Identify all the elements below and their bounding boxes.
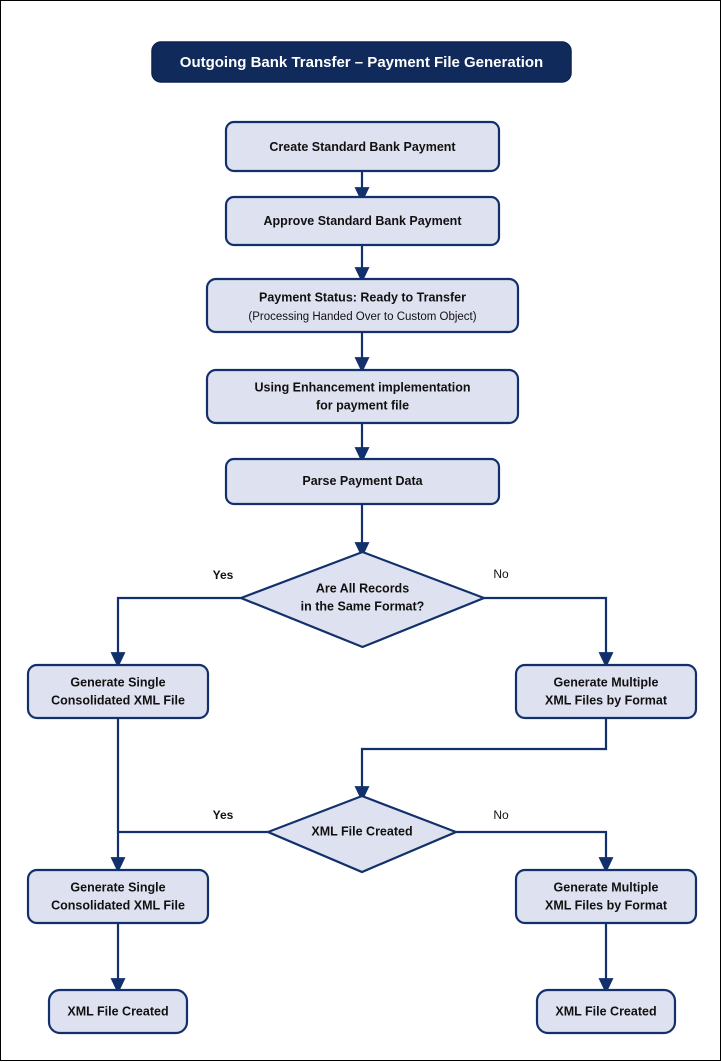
node-payment-status-ready-to-transfer[interactable]: Payment Status: Ready to Transfer (Proce…: [205, 277, 520, 334]
node-label: XML File Created: [67, 1004, 168, 1018]
node-label-line1: Generate Single: [70, 675, 165, 689]
node-label-line2: for payment file: [316, 398, 409, 412]
connector-multiple-to-decision2: [354, 718, 608, 802]
decision-diamond[interactable]: [237, 550, 488, 649]
title-bar: [151, 41, 572, 83]
node-generate-multiple-format-lower[interactable]: Generate Multiple XML Files by Format: [514, 868, 698, 925]
decision-label-line2: in the Same Format?: [301, 599, 425, 613]
node-label-line1: Generate Single: [70, 880, 165, 894]
node-label-line2: Consolidated XML File: [51, 693, 185, 707]
node-box[interactable]: [205, 368, 520, 425]
edge-label-decision2-yes: Yes: [213, 808, 234, 822]
node-box[interactable]: [205, 277, 520, 334]
node-label-line1: Generate Multiple: [554, 880, 659, 894]
node-box[interactable]: [26, 868, 210, 925]
node-approve-standard-bank-payment[interactable]: Approve Standard Bank Payment: [224, 195, 501, 247]
decision-are-all-records-same-format[interactable]: Are All Records in the Same Format?: [237, 550, 488, 649]
connector-decision1-yes-to-single: [110, 596, 241, 668]
node-label: Parse Payment Data: [302, 474, 423, 488]
node-parse-payment-data[interactable]: Parse Payment Data: [224, 457, 501, 506]
node-sublabel: (Processing Handed Over to Custom Object…: [248, 311, 476, 323]
node-box[interactable]: [514, 868, 698, 925]
node-label-line2: XML Files by Format: [545, 693, 668, 707]
node-label: Payment Status: Ready to Transfer: [259, 290, 466, 304]
node-generate-single-consolidated-lower[interactable]: Generate Single Consolidated XML File: [26, 868, 210, 925]
node-xml-file-created-right[interactable]: XML File Created: [535, 988, 677, 1035]
node-box[interactable]: [224, 457, 501, 506]
decision-label: XML File Created: [311, 824, 412, 838]
node-label-line2: Consolidated XML File: [51, 898, 185, 912]
node-xml-file-created-left[interactable]: XML File Created: [47, 988, 189, 1035]
node-label: Create Standard Bank Payment: [269, 140, 456, 154]
node-box[interactable]: [514, 663, 698, 720]
node-box[interactable]: [26, 663, 210, 720]
node-box[interactable]: [224, 120, 501, 173]
node-box[interactable]: [224, 195, 501, 247]
edge-label-decision1-yes: Yes: [213, 568, 234, 582]
edge-label-decision1-no: No: [493, 567, 509, 581]
node-label: XML File Created: [555, 1004, 656, 1018]
node-using-enhancement-implementation[interactable]: Using Enhancement implementation for pay…: [205, 368, 520, 425]
node-label-line1: Using Enhancement implementation: [254, 380, 470, 394]
node-label-line1: Generate Multiple: [554, 675, 659, 689]
node-box[interactable]: [47, 988, 189, 1035]
node-label-line2: XML Files by Format: [545, 898, 668, 912]
node-generate-multiple-format-upper[interactable]: Generate Multiple XML Files by Format: [514, 663, 698, 720]
node-box[interactable]: [535, 988, 677, 1035]
edge-label-decision2-no: No: [493, 808, 509, 822]
decision-label-line1: Are All Records: [316, 581, 409, 595]
decision-xml-file-created[interactable]: XML File Created: [265, 794, 459, 874]
diagram-title: Outgoing Bank Transfer – Payment File Ge…: [151, 41, 572, 83]
node-label: Approve Standard Bank Payment: [264, 214, 463, 228]
title-label: Outgoing Bank Transfer – Payment File Ge…: [180, 54, 543, 71]
decision-diamond[interactable]: [265, 794, 459, 874]
node-create-standard-bank-payment[interactable]: Create Standard Bank Payment: [224, 120, 501, 173]
connector-decision1-no-to-multiple: [484, 596, 614, 668]
connector-decision2-no-to-multiple-lower: [456, 830, 614, 873]
node-generate-single-consolidated-upper[interactable]: Generate Single Consolidated XML File: [26, 663, 210, 720]
